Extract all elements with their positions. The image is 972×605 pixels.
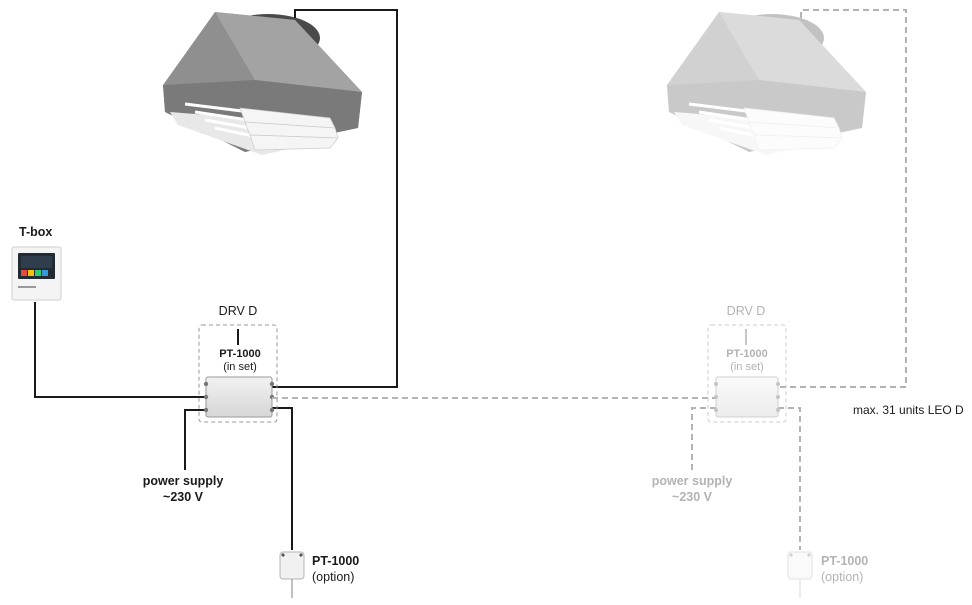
heater-unit-ghost [667,12,866,155]
power-supply-ghost-2: ~230 V [672,490,712,504]
pt-option-ghost-2: (option) [821,570,864,584]
pt1000-sensor-active [279,551,305,598]
heater-wire [272,9,398,388]
drv-label-ghost: DRV D [726,304,766,318]
drv-d-box-ghost [714,376,780,418]
drv-label-active: DRV D [218,304,258,318]
pt-in-set-ghost-2: (in set) [730,361,764,373]
pt1000-sensor-ghost [787,551,813,598]
max-units-label: max. 31 units LEO D [853,403,964,417]
pt-option-ghost-1: PT-1000 [821,554,869,568]
tbox-wire [34,302,206,398]
pt-option-wire-active [272,407,293,550]
tbox-label: T-box [19,225,53,239]
drv-boundary-active [198,324,278,423]
heater-unit-active [163,12,362,155]
power-wire-active [184,409,206,470]
power-supply-active-2: ~230 V [163,490,203,504]
pt-option-active-2: (option) [312,570,355,584]
drv-d-box-active [203,376,275,418]
drv-boundary-ghost [707,324,787,423]
power-supply-ghost-1: power supply [651,474,733,488]
pt-in-set-active-2: (in set) [223,361,257,373]
wiring-active [34,9,398,550]
bus-wiring-ghost [272,9,907,550]
pt-option-active-1: PT-1000 [312,554,360,568]
power-supply-active-1: power supply [142,474,224,488]
power-wire-ghost [691,407,716,470]
tbox-device [11,246,62,301]
pt-option-wire-ghost [778,407,801,550]
pt-in-set-active-1: PT-1000 [219,348,261,360]
heater-wire-ghost [778,9,907,388]
pt-in-set-ghost-1: PT-1000 [726,348,768,360]
